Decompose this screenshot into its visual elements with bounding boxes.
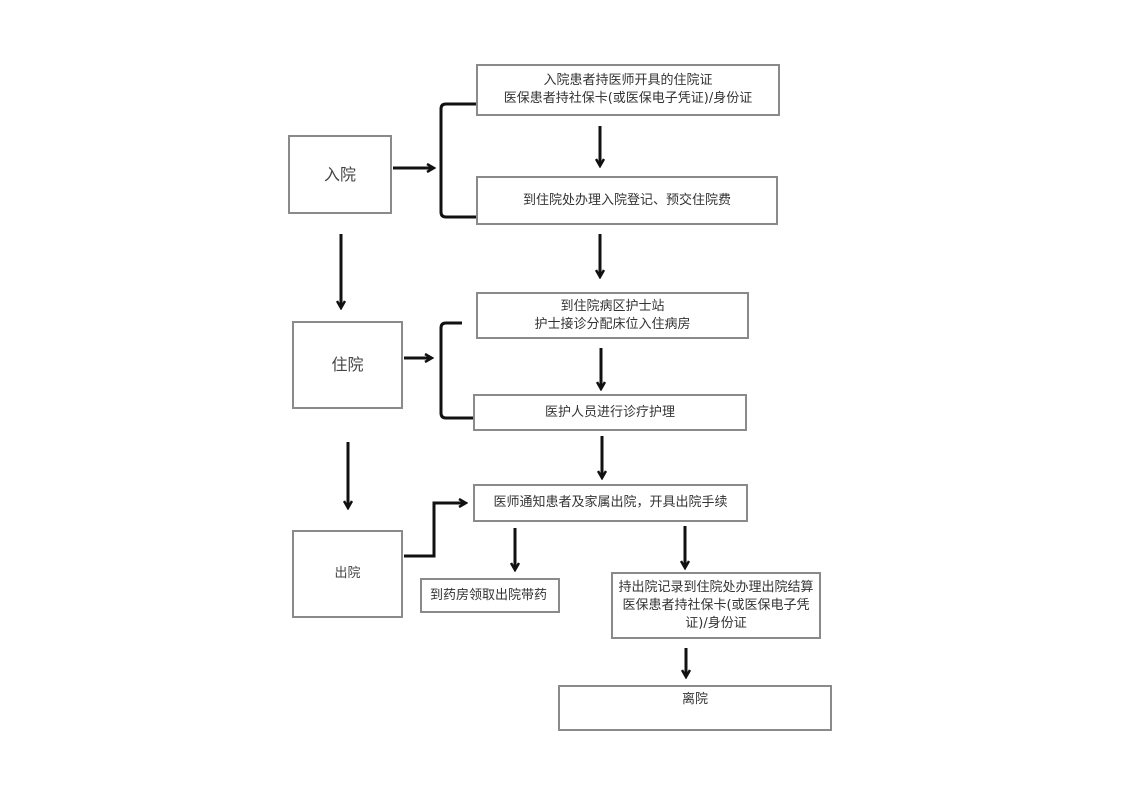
step-text-line: 持出院记录到住院处办理出院结算 <box>618 579 814 595</box>
step-admission-documents: 入院患者持医师开具的住院证 医保患者持社保卡(或医保电子凭证)/身份证 <box>476 64 780 116</box>
step-text-line: 证)/身份证 <box>685 615 747 631</box>
stage-hospitalization: 住院 <box>292 321 403 409</box>
stage-discharge: 出院 <box>292 530 403 618</box>
step-admission-register: 到住院处办理入院登记、预交住院费 <box>476 176 778 225</box>
step-text-line: 护士接诊分配床位入住病房 <box>534 316 691 332</box>
step-leave: 离院 <box>558 685 832 731</box>
stage-discharge-label: 出院 <box>334 566 361 581</box>
stage-hospitalization-label: 住院 <box>331 355 364 374</box>
step-text-line: 医保患者持社保卡(或医保电子凭证)/身份证 <box>503 91 753 106</box>
bracket-admission <box>439 102 476 219</box>
bracket-hospitalization <box>439 321 474 420</box>
step-ward-station: 到住院病区护士站 护士接诊分配床位入住病房 <box>476 292 749 339</box>
step-text: 到药房领取出院带药 <box>430 587 548 603</box>
step-text-line: 到住院病区护士站 <box>560 298 665 314</box>
step-text: 离院 <box>681 692 708 707</box>
step-text: 医师通知患者及家属出院，开具出院手续 <box>493 495 728 510</box>
arrow-discharge-to-notice <box>404 503 466 558</box>
step-text-line: 医保患者持社保卡(或医保电子凭 <box>622 597 810 613</box>
stage-admission-label: 入院 <box>323 164 356 184</box>
step-settlement: 持出院记录到住院处办理出院结算 医保患者持社保卡(或医保电子凭 证)/身份证 <box>611 572 821 639</box>
step-text: 到住院处办理入院登记、预交住院费 <box>522 192 731 208</box>
step-text-line: 入院患者持医师开具的住院证 <box>543 73 713 88</box>
step-discharge-notice: 医师通知患者及家属出院，开具出院手续 <box>473 484 748 522</box>
stage-admission: 入院 <box>288 135 392 214</box>
step-text: 医护人员进行诊疗护理 <box>544 404 675 420</box>
step-pharmacy: 到药房领取出院带药 <box>420 578 560 613</box>
step-treatment: 医护人员进行诊疗护理 <box>473 394 747 431</box>
